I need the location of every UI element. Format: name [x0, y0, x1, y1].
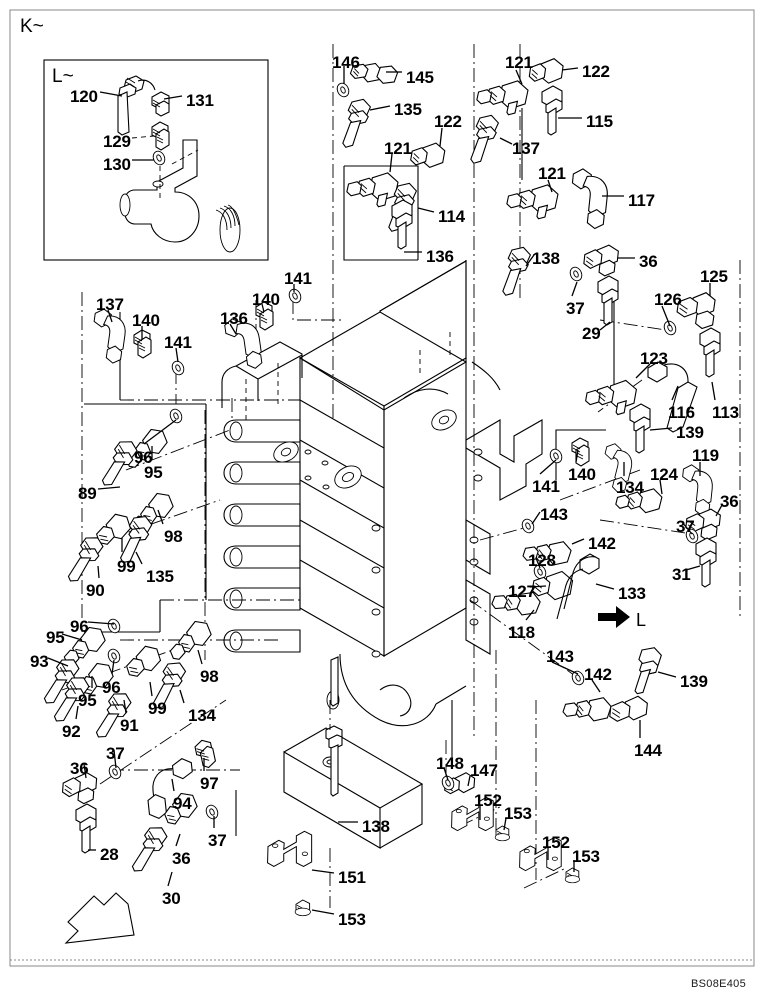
- callout-134: 134: [616, 478, 644, 497]
- callout-95: 95: [144, 463, 163, 482]
- callout-97: 97: [200, 774, 219, 793]
- callout-136: 136: [426, 247, 454, 266]
- callout-121: 121: [538, 164, 566, 183]
- direction-arrow-right: [598, 606, 630, 628]
- callout-136: 136: [220, 309, 248, 328]
- callout-135: 135: [394, 100, 422, 119]
- callout-91: 91: [120, 716, 139, 735]
- callout-95: 95: [46, 628, 65, 647]
- callout-153: 153: [504, 804, 532, 823]
- callout-124: 124: [650, 465, 678, 484]
- callout-141: 141: [532, 477, 560, 496]
- callout-95: 95: [78, 691, 97, 710]
- callout-123: 123: [640, 349, 668, 368]
- callout-135: 135: [146, 567, 174, 586]
- callout-96: 96: [102, 678, 121, 697]
- callout-28: 28: [100, 845, 119, 864]
- callout-152: 152: [474, 791, 502, 810]
- callout-96: 96: [70, 617, 89, 636]
- callout-92: 92: [62, 722, 81, 741]
- section-label-inset: L~: [52, 66, 74, 87]
- callout-137: 137: [96, 295, 124, 314]
- callout-29: 29: [582, 324, 601, 343]
- callout-119: 119: [692, 446, 719, 465]
- callout-89: 89: [78, 484, 97, 503]
- inset-callout-120: 120: [70, 87, 98, 106]
- callout-36: 36: [70, 759, 89, 778]
- callout-138: 138: [362, 817, 390, 836]
- callout-145: 145: [406, 68, 434, 87]
- callout-142: 142: [584, 665, 612, 684]
- callout-37: 37: [208, 831, 227, 850]
- callout-147: 147: [470, 761, 498, 780]
- callout-36: 36: [172, 849, 191, 868]
- callout-140: 140: [252, 290, 280, 309]
- callout-143: 143: [540, 505, 568, 524]
- callout-99: 99: [117, 557, 136, 576]
- callout-99: 99: [148, 699, 167, 718]
- callout-93: 93: [30, 652, 49, 671]
- callout-31: 31: [672, 565, 691, 584]
- inset-callout-131: 131: [186, 91, 214, 110]
- drawing-code: BS08E405: [691, 978, 746, 990]
- callout-96: 96: [134, 448, 153, 467]
- callout-140: 140: [132, 311, 160, 330]
- callout-30: 30: [162, 889, 181, 908]
- callout-37: 37: [106, 744, 125, 763]
- callout-140: 140: [568, 465, 596, 484]
- callout-116: 116: [668, 403, 695, 422]
- callout-117: 117: [628, 191, 655, 210]
- callout-139: 139: [676, 423, 704, 442]
- callout-153: 153: [338, 910, 366, 929]
- inset-callout-130: 130: [103, 155, 131, 174]
- callout-144: 144: [634, 741, 662, 760]
- callout-122: 122: [434, 112, 462, 131]
- callout-36: 36: [720, 492, 739, 511]
- callout-137: 137: [512, 139, 540, 158]
- callout-133: 133: [618, 584, 646, 603]
- callout-128: 128: [528, 551, 556, 570]
- view-direction-arrow: [64, 892, 135, 944]
- callout-126: 126: [654, 290, 682, 309]
- callout-121: 121: [505, 53, 533, 72]
- inset-callout-129: 129: [103, 132, 131, 151]
- callout-141: 141: [284, 269, 312, 288]
- callout-118: 118: [508, 623, 535, 642]
- callout-151: 151: [338, 868, 366, 887]
- callout-139: 139: [680, 672, 708, 691]
- callout-114: 114: [438, 207, 465, 226]
- callout-142: 142: [588, 534, 616, 553]
- section-label-main: K~: [20, 16, 44, 37]
- callout-134: 134: [188, 706, 216, 725]
- callout-127: 127: [508, 582, 536, 601]
- callout-90: 90: [86, 581, 105, 600]
- callout-115: 115: [586, 112, 613, 131]
- callout-98: 98: [200, 667, 219, 686]
- callout-125: 125: [700, 267, 728, 286]
- callout-113: 113: [712, 403, 739, 422]
- arrow-label-L: L: [636, 610, 647, 630]
- callout-98: 98: [164, 527, 183, 546]
- callout-143: 143: [546, 647, 574, 666]
- callout-37: 37: [676, 517, 695, 536]
- callout-37: 37: [566, 299, 585, 318]
- callout-141: 141: [164, 333, 192, 352]
- callout-148: 148: [436, 754, 464, 773]
- callout-94: 94: [173, 794, 192, 813]
- callout-138: 138: [532, 249, 560, 268]
- callout-152: 152: [542, 833, 570, 852]
- callout-36: 36: [639, 252, 658, 271]
- callout-153: 153: [572, 847, 600, 866]
- callout-122: 122: [582, 62, 610, 81]
- callout-146: 146: [332, 53, 360, 72]
- callout-121: 121: [384, 139, 412, 158]
